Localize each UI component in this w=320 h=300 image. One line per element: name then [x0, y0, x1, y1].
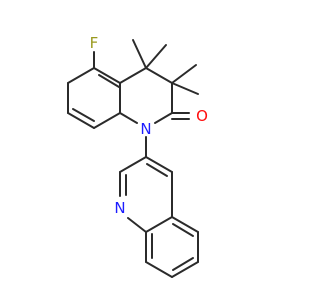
bond [145, 261, 173, 278]
bond [127, 217, 147, 233]
bond [98, 74, 120, 88]
bond [145, 216, 173, 233]
molecule-structure-diagram: F O N N [67, 34, 208, 278]
lactam-nitrogen-atom-label: N [140, 120, 151, 138]
bond [145, 44, 167, 69]
bond [72, 108, 95, 122]
bond [172, 257, 194, 271]
bond [171, 64, 197, 84]
bond [119, 112, 138, 124]
carbonyl-oxygen-atom-label: O [196, 107, 208, 125]
bond [93, 67, 121, 84]
bond [119, 156, 147, 173]
fluorine-atom-label: F [90, 34, 99, 52]
bond [171, 216, 199, 233]
bond [67, 112, 95, 129]
bond [172, 223, 194, 237]
bond [132, 39, 147, 69]
bond [171, 82, 199, 95]
atom-label-layer: F O N N [90, 34, 208, 217]
bond-layer [67, 39, 199, 278]
bond [67, 67, 95, 84]
bond [93, 112, 121, 129]
bond [119, 67, 147, 84]
bond [145, 67, 173, 84]
bond [154, 112, 173, 124]
quinoline-nitrogen-atom-label: N [114, 199, 125, 217]
bond [171, 261, 199, 278]
bond [146, 163, 168, 177]
bond [145, 156, 173, 173]
